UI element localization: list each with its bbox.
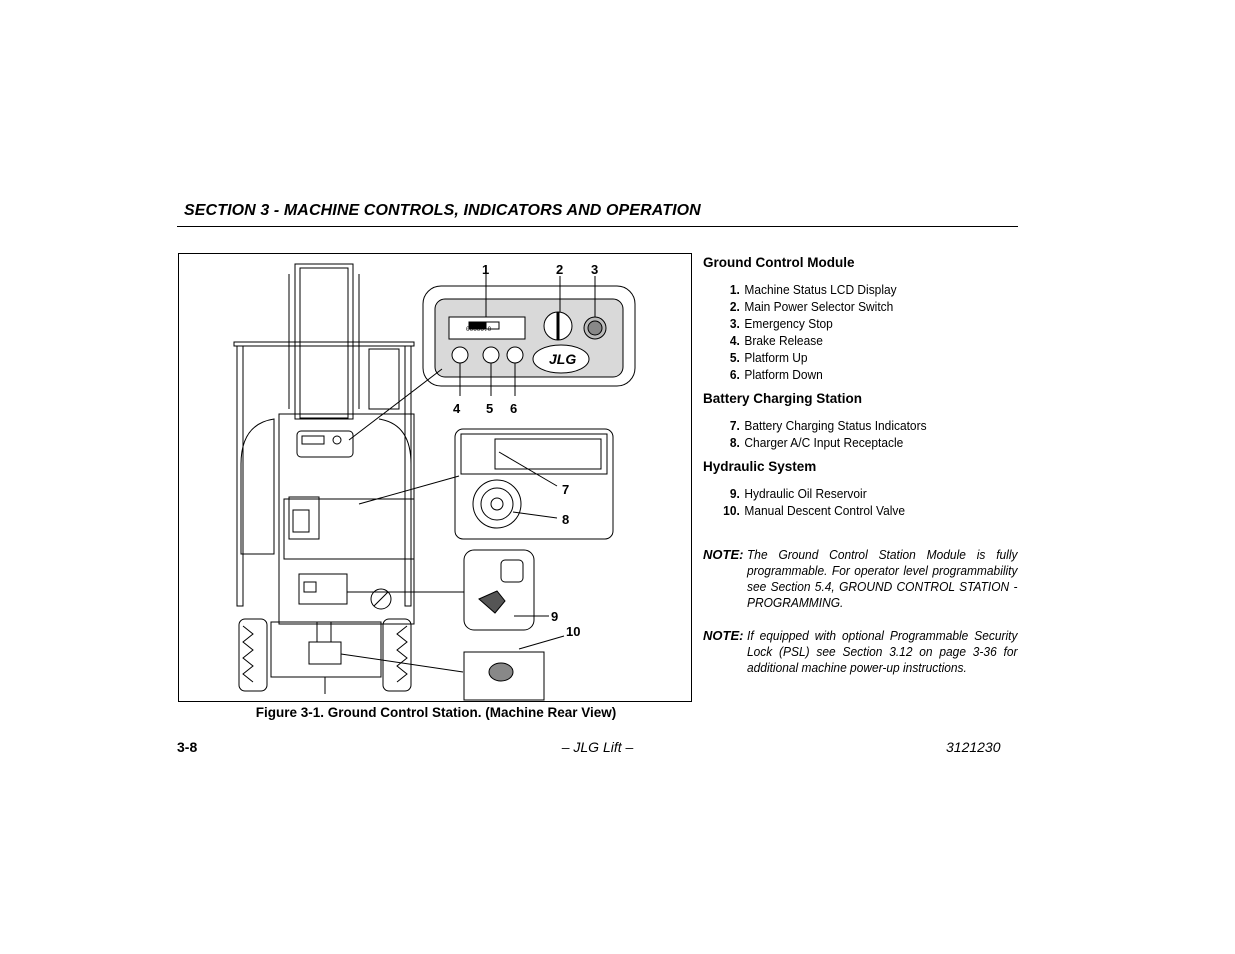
page-number: 3-8 — [177, 739, 198, 755]
brake-release-button — [451, 346, 469, 364]
item-label: Hydraulic Oil Reservoir — [744, 486, 867, 501]
callout-4: 4 — [453, 401, 461, 416]
note-text: The Ground Control Station Module is ful… — [747, 547, 1018, 610]
note-label: NOTE: — [703, 628, 744, 643]
list-item: 10. Manual Descent Control Valve — [703, 502, 994, 519]
footer-center-title: – JLG Lift – — [561, 739, 634, 755]
item-number: 3. — [729, 316, 740, 331]
callout-6: 6 — [510, 401, 517, 416]
list-item: 6. Platform Down — [703, 366, 994, 383]
item-number: 10. — [723, 503, 740, 518]
legend-column: Ground Control Module 1. Machine Status L… — [703, 255, 1019, 527]
machine-illustration: 00000.0 JLG 1 2 3 4 5 6 7 8 9 10 — [233, 262, 636, 701]
left-wheel — [238, 618, 268, 692]
item-number: 4. — [729, 333, 740, 348]
descent-valve-detail — [463, 651, 545, 701]
item-number: 9. — [729, 486, 740, 501]
document-number: 3121230 — [946, 739, 1001, 755]
item-label: Battery Charging Status Indicators — [744, 418, 927, 433]
item-number: 6. — [729, 367, 740, 382]
group-heading-hydraulic: Hydraulic System — [703, 459, 817, 474]
note-text: If equipped with optional Programmable S… — [747, 628, 1018, 675]
hydraulic-reservoir — [463, 549, 535, 631]
charging-station-detail — [454, 428, 614, 540]
item-number: 8. — [729, 435, 740, 450]
item-label: Brake Release — [744, 333, 823, 348]
group-heading-ground-control: Ground Control Module — [703, 255, 855, 270]
callout-7: 7 — [562, 482, 569, 497]
jlg-logo: JLG — [549, 351, 576, 367]
group-heading-battery-charging: Battery Charging Station — [703, 391, 863, 406]
callout-3: 3 — [591, 262, 598, 277]
header-rule — [177, 226, 1018, 227]
list-item: 1. Machine Status LCD Display — [703, 281, 994, 298]
item-number: 7. — [729, 418, 740, 433]
list-item: 9. Hydraulic Oil Reservoir — [703, 485, 994, 502]
note-psl: NOTE: If equipped with optional Programm… — [703, 628, 1018, 676]
item-label: Platform Up — [744, 350, 808, 365]
callout-2: 2 — [556, 262, 563, 277]
callout-10: 10 — [566, 624, 580, 639]
item-label: Emergency Stop — [744, 316, 833, 331]
item-label: Machine Status LCD Display — [744, 282, 897, 297]
list-item: 7. Battery Charging Status Indicators — [703, 417, 994, 434]
right-wheel — [382, 618, 412, 692]
item-number: 2. — [729, 299, 740, 314]
item-label: Manual Descent Control Valve — [744, 503, 906, 518]
lcd-reading: 00000.0 — [466, 326, 492, 333]
item-label: Platform Down — [744, 367, 823, 382]
callout-8: 8 — [562, 512, 569, 527]
list-item: 5. Platform Up — [703, 349, 994, 366]
list-item: 8. Charger A/C Input Receptacle — [703, 434, 994, 451]
platform-down-button — [506, 346, 524, 364]
item-label: Main Power Selector Switch — [744, 299, 894, 314]
note-label: NOTE: — [703, 547, 744, 562]
battery-charging-list: 7. Battery Charging Status Indicators 8. C… — [703, 417, 1019, 451]
list-item: 3. Emergency Stop — [703, 315, 994, 332]
figure-caption: Figure 3-1. Ground Control Station. (Mac… — [255, 705, 617, 720]
hydraulic-list: 9. Hydraulic Oil Reservoir 10. Manual Desc… — [703, 485, 1019, 519]
item-label: Charger A/C Input Receptacle — [744, 435, 904, 450]
note-programmable: NOTE: The Ground Control Station Module … — [703, 547, 1018, 611]
list-item: 2. Main Power Selector Switch — [703, 298, 994, 315]
ground-control-list: 1. Machine Status LCD Display 2. Main Powe… — [703, 281, 1019, 383]
figure-ground-control-station: 00000.0 JLG 1 2 3 4 5 6 7 8 9 10 — [178, 253, 692, 702]
ac-receptacle — [472, 479, 522, 529]
list-item: 4. Brake Release — [703, 332, 994, 349]
callout-9: 9 — [551, 609, 558, 624]
platform-up-button — [482, 346, 500, 364]
callout-5: 5 — [486, 401, 493, 416]
section-title: SECTION 3 - MACHINE CONTROLS, INDICATORS… — [184, 202, 701, 219]
jlg-logo-oval — [532, 344, 590, 374]
gcm-detail-outer — [422, 285, 636, 387]
gcm-small — [296, 430, 354, 458]
callout-1: 1 — [482, 262, 489, 277]
item-number: 5. — [729, 350, 740, 365]
item-number: 1. — [729, 282, 740, 297]
